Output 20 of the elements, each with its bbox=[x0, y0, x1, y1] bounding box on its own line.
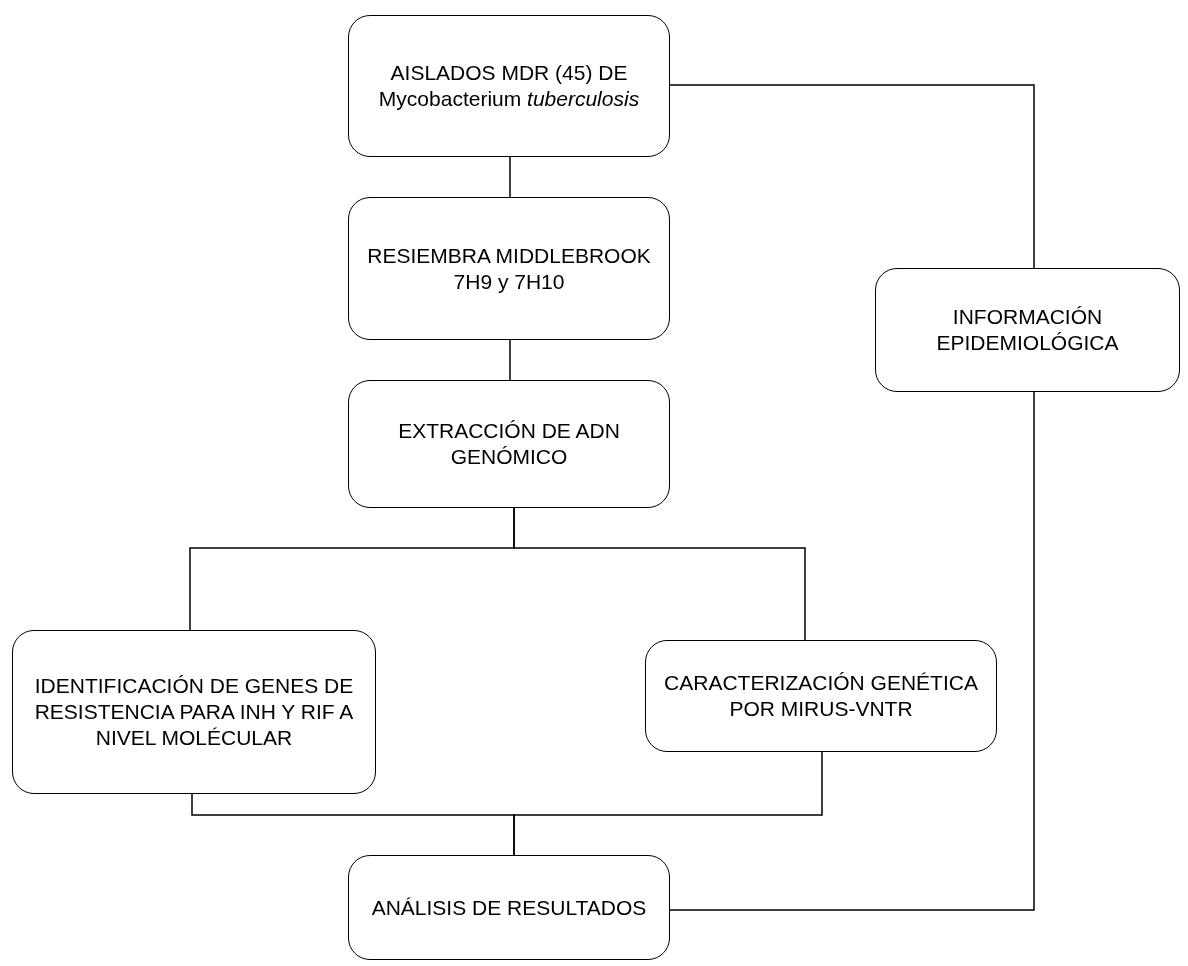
connector-line bbox=[509, 156, 511, 198]
process-box bbox=[348, 855, 670, 960]
process-box bbox=[645, 640, 997, 752]
process-box bbox=[348, 15, 670, 157]
connector-line bbox=[513, 751, 823, 856]
connector-line bbox=[513, 507, 806, 641]
process-box bbox=[875, 268, 1180, 392]
box-label: RESIEMBRA MIDDLEBROOK 7H9 y 7H10 bbox=[366, 242, 652, 295]
connector-line bbox=[669, 391, 1035, 911]
box-label: AISLADOS MDR (45) DE Mycobacterium tuberculosis bbox=[377, 60, 641, 112]
connector-line bbox=[509, 339, 511, 381]
box-label: IDENTIFICACIÓN DE GENES DE RESISTENCIA PARA INH Y RIF A NIVEL MOLÉCULAR bbox=[33, 673, 355, 751]
connector-line bbox=[669, 84, 1035, 269]
box-label: CARACTERIZACIÓN GENÉTICA POR MIRUS-VNTR bbox=[663, 670, 979, 722]
process-box bbox=[348, 197, 670, 340]
box-label: ANÁLISIS DE RESULTADOS bbox=[371, 894, 647, 921]
box-label: INFORMACIÓN EPIDEMIOLÓGICA bbox=[935, 304, 1120, 356]
process-box bbox=[348, 380, 670, 508]
process-box bbox=[12, 630, 376, 794]
box-label: EXTRACCIÓN DE ADN GENÓMICO bbox=[397, 418, 621, 470]
